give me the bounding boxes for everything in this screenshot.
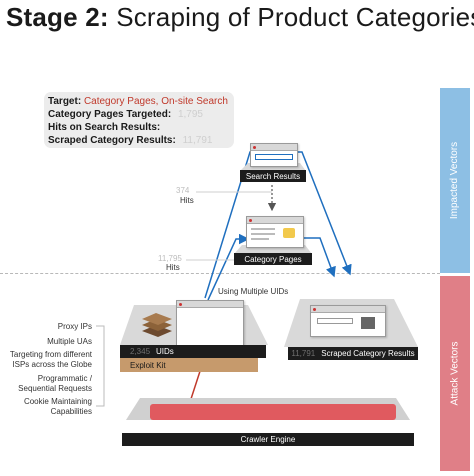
capability-programmatic: Programmatic / Sequential Requests (18, 374, 92, 393)
crawler-engine-body (150, 404, 396, 420)
uids-count: 2,345 (130, 347, 151, 356)
capability-proxy-ips: Proxy IPs (57, 322, 92, 331)
category-hits-label: Hits (166, 263, 180, 272)
pages-value: 1,795 (177, 109, 203, 120)
search-results-text: Search Results (245, 171, 301, 181)
search-results-label: Search Results (240, 170, 306, 182)
capability-isps: Targeting from different ISPs across the… (9, 350, 92, 369)
attack-vectors-bar: Attack Vectors (440, 276, 470, 471)
info-pages: Category Pages Targeted: 1,795 (48, 109, 203, 120)
stack-layers-icon (142, 313, 172, 337)
exploit-kit-text: Exploit Kit (130, 360, 166, 370)
category-hits-count: 11,795 (158, 254, 182, 263)
category-pages-label: Category Pages (234, 253, 312, 265)
search-hits-label: Hits (180, 196, 194, 205)
title-text: Scraping of Product Categories (116, 2, 474, 32)
uids-window (176, 300, 244, 346)
scraped-results-label: 11,791 Scraped Category Results (288, 347, 418, 360)
box-icon (361, 317, 375, 329)
target-label: Target: (48, 96, 82, 107)
scraped-label-info: Scraped Category Results: (48, 135, 176, 146)
info-scraped: Scraped Category Results: 11,791 (48, 135, 212, 146)
impacted-vectors-bar: Impacted Vectors (440, 88, 470, 273)
category-pages-text: Category Pages (244, 254, 302, 264)
info-box (44, 92, 234, 148)
target-value: Category Pages, On-site Search (83, 96, 228, 107)
uids-text: UIDs (156, 347, 174, 356)
arrow-category-to-scraped (302, 237, 336, 278)
pages-label: Category Pages Targeted: (48, 109, 172, 120)
hits-label: Hits on Search Results: (48, 122, 161, 133)
scraped-results-window (310, 305, 386, 337)
capability-cookie: Cookie Maintaining Capabilities (23, 397, 92, 416)
title-stage: Stage 2: (6, 2, 109, 32)
capability-multiple-uas: Multiple UAs (47, 337, 92, 346)
scraped-search-bar-icon (317, 318, 353, 324)
using-multiple-uids: Using Multiple UIDs (218, 287, 289, 296)
cart-icon (283, 228, 295, 238)
page-title: Stage 2: Scraping of Product Categories (6, 2, 474, 33)
uids-label: 2,345 UIDs (120, 345, 266, 358)
info-target: Target: Category Pages, On-site Search (48, 96, 228, 107)
category-pages-window (246, 216, 304, 248)
crawler-engine-text: Crawler Engine (240, 435, 296, 444)
search-results-window (250, 143, 298, 167)
scraped-value-info: 11,791 (182, 135, 213, 146)
scraped-text: Scraped Category Results (321, 349, 415, 358)
info-hits: Hits on Search Results: (48, 122, 160, 133)
arrow-uids-to-category (207, 233, 250, 301)
scraped-count: 11,791 (291, 349, 316, 358)
search-bar-icon (255, 154, 293, 160)
capabilities-bracket (96, 325, 105, 407)
search-hits-count: 374 (176, 186, 190, 195)
crawler-engine-label: Crawler Engine (122, 433, 414, 446)
exploit-kit-bar: Exploit Kit (120, 358, 258, 372)
